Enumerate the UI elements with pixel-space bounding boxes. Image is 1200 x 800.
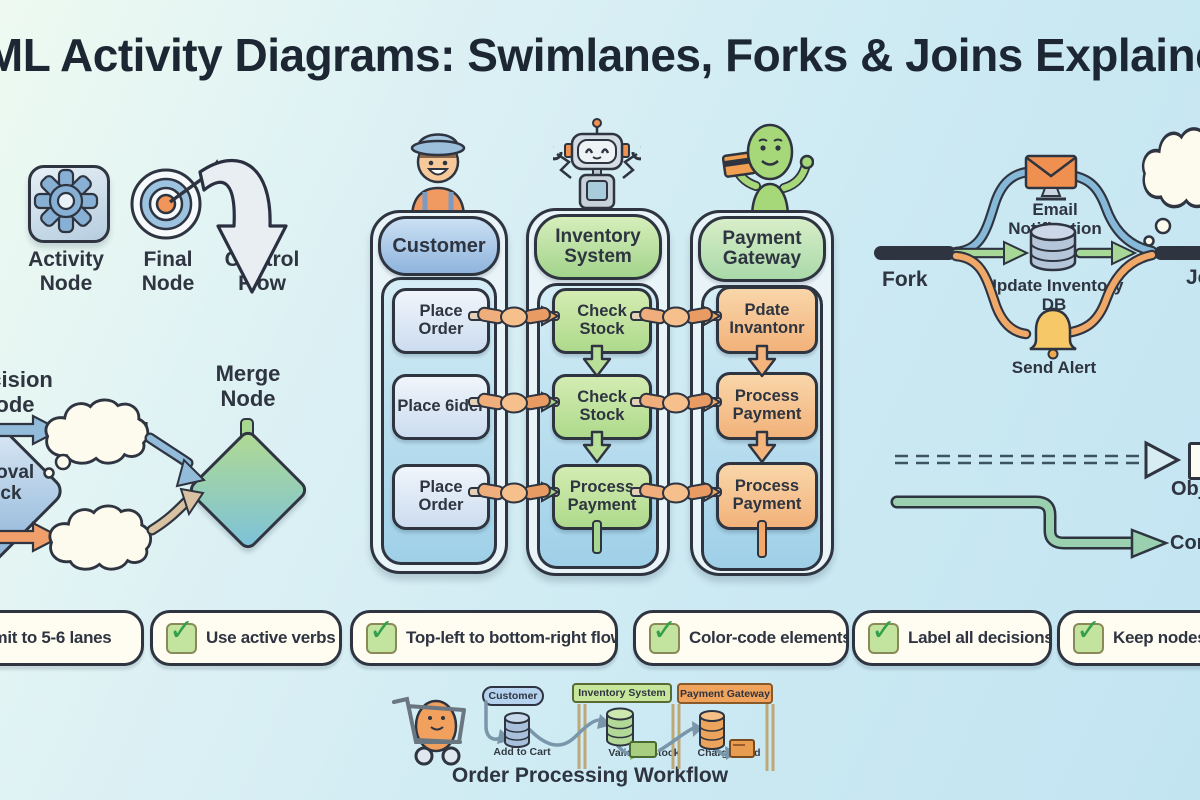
mini-lane-payment: Payment Gateway [677,683,773,704]
node-place-order-1: Place Order [392,288,490,354]
fork-bar [874,246,956,260]
checkbox-icon: ✓ [1073,614,1104,654]
mini-step-charge-card: Charge Card [697,747,761,759]
target-icon [130,159,223,240]
page-title: UML Activity Diagrams: Swimlanes, Forks … [0,29,1200,81]
checkbox-icon: ✓ [366,614,397,654]
alien-character [722,123,814,218]
tip-label: Limit to 5-6 lanes [0,628,112,647]
node-update-inventory: Pdate Invantonr [716,286,818,354]
send-alert-label: Send Alert [1011,358,1097,377]
tip-label: Color-code elements [689,628,849,647]
tip-flow-direction: ✓ Top-left to bottom-right flow [350,610,618,666]
tip-limit-lanes: ✓ Limit to 5-6 lanes [0,610,144,666]
check-glyph: ✓ [169,613,195,647]
node-place-order-3: Place Order [392,464,490,530]
approved-guard: [Approved] [47,420,149,441]
node-process-payment-2: Process Payment [716,462,818,530]
object-flow-label: Object [1171,478,1200,500]
tip-active-verbs: ✓ Use active verbs [150,610,342,666]
mini-step-add-to-cart: Add to Cart [493,746,551,758]
tip-label-decisions: ✓ Label all decisions [852,610,1052,666]
mini-database-orange [699,710,725,750]
thought-dot [1154,217,1172,235]
mini-lane-inventory: Inventory System [572,683,672,703]
control-flow-legend-label: Control [1170,532,1200,554]
mini-lane-poles [577,704,775,771]
node-check-stock-1: Check Stock [552,288,652,354]
swimlane-inventory-header: Inventory System [534,214,662,280]
tip-label: Top-left to bottom-right flow [406,628,618,647]
email-notification-label: Email Notification [1008,200,1102,239]
merge-node-label: Merge Node [215,361,281,411]
fork-label: Fork [882,268,928,291]
thought-dot [54,453,72,471]
tip-keep-nodes: ✓ Keep nodes minimal [1057,610,1200,666]
object-flow-arrow [895,440,1182,480]
decision-diamond-text: Approval Check [0,462,35,505]
final-node-label: Final Node [141,248,195,295]
swimlane-customer-header: Customer [378,216,500,276]
check-glyph: ✓ [871,613,897,647]
merge-diamond [185,427,311,553]
worker-character [410,133,466,218]
activity-node-label: Activity Node [28,248,104,295]
control-flow-label: Control Flow [224,248,300,295]
fork-branch-green [950,240,1030,266]
checkbox-icon: ✓ [868,614,899,654]
email-icon [1024,154,1078,201]
cloud-text-line1: W [1183,146,1200,165]
tip-color-code: ✓ Color-code elements [633,610,849,666]
checkbox-icon: ✓ [166,614,197,654]
mini-lane-customer: Customer [482,686,544,706]
join-label: Join [1186,266,1200,289]
tip-label: Label all decisions [908,628,1052,647]
mini-workflow-caption: Order Processing Workflow [451,764,729,787]
tip-label: Use active verbs [206,628,336,647]
node-check-stock-2: Check Stock [552,374,652,440]
decision-node-label: Decision Node [0,367,53,417]
object-node-partial [1188,442,1200,480]
node-process-payment-1: Process Payment [716,372,818,440]
swimlane-payment-header: Payment Gateway [698,216,826,282]
check-glyph: ✓ [369,613,395,647]
robot-character [553,118,641,210]
activity-node-box [28,165,110,243]
check-glyph: ✓ [1076,613,1102,647]
update-inventory-db-label: Update Inventory DB [984,276,1124,315]
mini-cart-character [392,696,466,766]
node-process-payment-inv: Process Payment [552,464,652,530]
mini-database-blue [504,712,530,748]
mini-step-validate-stock: Validate Stock [608,747,680,759]
mini-database-green [606,707,634,747]
bell-icon [1029,307,1077,360]
checkbox-icon: ✓ [649,614,680,654]
tip-label: Keep nodes minimal [1113,628,1200,647]
join-branch-green [1074,240,1138,266]
cloud-text-line2: FO [1174,166,1198,185]
join-bar [1154,246,1200,260]
check-glyph: ✓ [652,613,678,647]
control-flow-s-arrow [890,495,1170,559]
node-place-order-2: Place 6ider [392,374,490,440]
thought-dot [1143,235,1155,247]
rejected-guard: [Rejected] [56,526,148,547]
